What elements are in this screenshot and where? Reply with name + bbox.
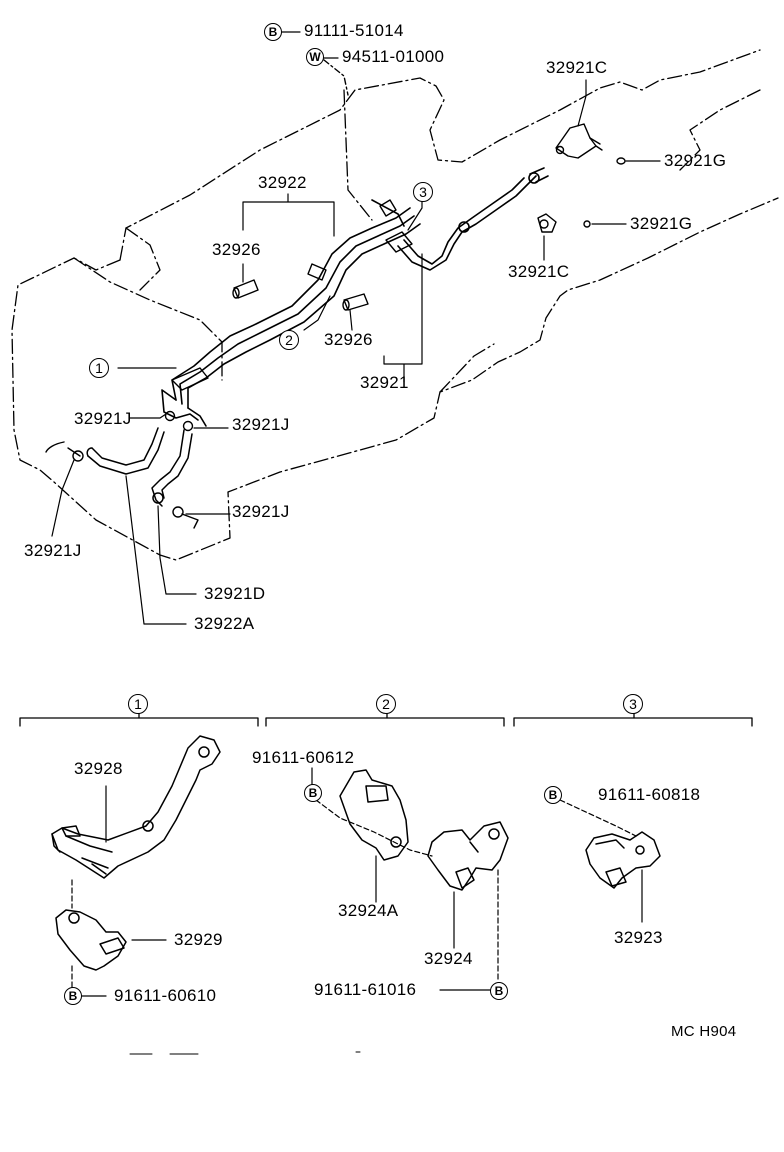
bracket-32924A	[340, 770, 408, 860]
pipe-clips	[172, 200, 412, 390]
label-32922A: 32922A	[194, 614, 255, 633]
flex-hose-32922A	[87, 428, 164, 474]
flex-hose-32921D	[152, 430, 192, 506]
leader-lines	[52, 31, 660, 624]
clamp-32929	[56, 910, 126, 970]
label-32924A: 32924A	[338, 901, 399, 920]
section1-header: 1	[128, 694, 148, 714]
figure-code: MC H904	[671, 1023, 737, 1040]
section2-leaders	[312, 768, 490, 990]
label-32928: 32928	[74, 759, 123, 778]
section3-bolt-label: 91611-60818	[598, 785, 701, 804]
section2-bolt-bottom-marker: B	[490, 982, 508, 1000]
bolt-part-label: 91111-51014	[304, 21, 404, 40]
label-32921J-a: 32921J	[74, 409, 132, 428]
label-32921J-b: 32921J	[232, 415, 290, 434]
footer-marks	[130, 1052, 360, 1054]
section1-leaders	[82, 786, 166, 996]
section2-header: 2	[376, 694, 396, 714]
section1-bolt-label: 91611-60610	[114, 986, 217, 1005]
pipe-bundle	[162, 168, 548, 426]
bracket-32928	[52, 736, 220, 878]
section3-bolt-marker: B	[544, 786, 562, 804]
label-32921G-b: 32921G	[630, 214, 693, 233]
label-32924: 32924	[424, 949, 473, 968]
seal-32921G-b	[584, 221, 590, 227]
label-32921J-d: 32921J	[24, 541, 82, 560]
label-32921: 32921	[360, 373, 409, 392]
label-32922: 32922	[258, 173, 307, 192]
section1-bolt-marker: B	[64, 987, 82, 1005]
washer-marker: W	[306, 48, 324, 66]
clamps-32921J	[46, 412, 198, 529]
label-32921C-b: 32921C	[508, 262, 570, 281]
section3-dash	[560, 800, 636, 836]
bracket-32923	[586, 832, 660, 888]
section2-dash	[316, 800, 498, 980]
ref-circle-2: 2	[279, 330, 299, 350]
label-32921C-a: 32921C	[546, 58, 608, 77]
label-32926-b: 32926	[324, 330, 373, 349]
label-32921D: 32921D	[204, 584, 266, 603]
section2-bolt-top-label: 91611-60612	[252, 748, 355, 767]
section3-header: 3	[623, 694, 643, 714]
bolt-marker-top: B	[264, 23, 282, 41]
label-32926-a: 32926	[212, 240, 261, 259]
section2-bolt-top-marker: B	[304, 784, 322, 802]
connector-32921C	[538, 124, 602, 232]
label-32921G-a: 32921G	[664, 151, 727, 170]
ref-circle-1: 1	[89, 358, 109, 378]
seal-32921G-a	[617, 158, 625, 164]
label-32923: 32923	[614, 928, 663, 947]
label-32929: 32929	[174, 930, 223, 949]
section2-bolt-bottom-label: 91611-61016	[314, 980, 417, 999]
bracket-32924	[428, 822, 508, 890]
ref-circle-3: 3	[413, 182, 433, 202]
label-32921J-c: 32921J	[232, 502, 290, 521]
sleeve-32926	[233, 280, 368, 310]
engine-outline	[12, 50, 778, 560]
washer-leader	[324, 60, 348, 95]
washer-part-label: 94511-01000	[342, 47, 445, 66]
